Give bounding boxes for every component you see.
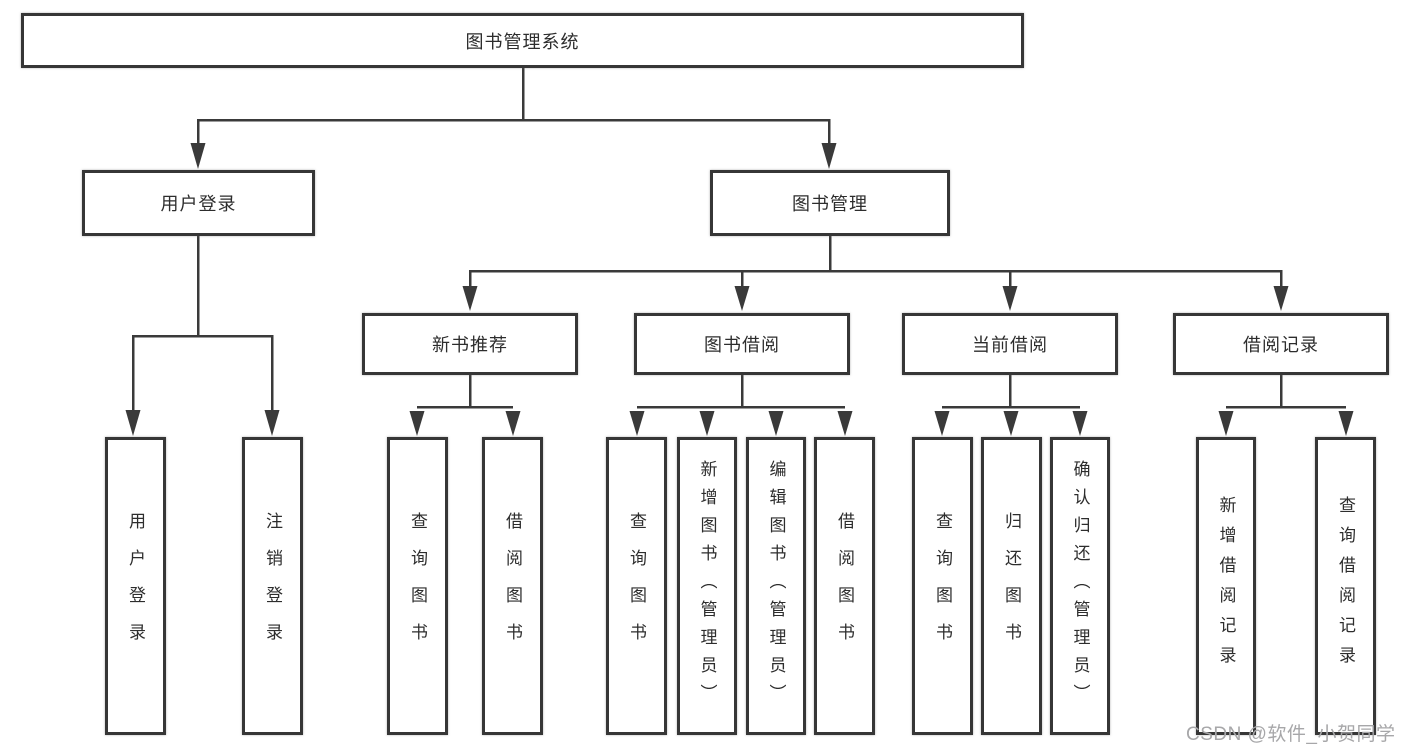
arrow-down-icon (629, 411, 645, 436)
leaf-cb-return-books: 归还图书 (981, 437, 1042, 735)
node-borrowing-records: 借阅记录 (1173, 313, 1389, 375)
leaf-nb-borrow-books: 借阅图书 (482, 437, 543, 735)
connector-borrowing-records (1218, 375, 1354, 436)
node-library-management-system: 图书管理系统 (21, 13, 1024, 68)
arrow-down-icon (768, 411, 784, 436)
arrow-down-icon (1002, 286, 1018, 311)
arrow-down-icon (1338, 411, 1354, 436)
arrow-down-icon (1273, 286, 1289, 311)
arrow-down-icon (462, 286, 478, 311)
arrow-down-icon (837, 411, 853, 436)
node-book-management: 图书管理 (710, 170, 950, 236)
connector-root (190, 68, 837, 169)
arrow-down-icon (821, 143, 837, 169)
leaf-br-query-record: 查询借阅记录 (1315, 437, 1376, 735)
node-current-borrowing: 当前借阅 (902, 313, 1118, 375)
connector-user-login (125, 236, 280, 436)
leaf-cb-query-books: 查询图书 (912, 437, 973, 735)
node-book-borrowing: 图书借阅 (634, 313, 850, 375)
arrow-down-icon (505, 411, 521, 436)
arrow-down-icon (1072, 411, 1088, 436)
leaf-br-add-record: 新增借阅记录 (1196, 437, 1256, 735)
csdn-watermark: CSDN @软件_小贺同学 (1186, 724, 1396, 745)
node-user-login-group: 用户登录 (82, 170, 315, 236)
arrow-down-icon (409, 411, 425, 436)
arrow-down-icon (934, 411, 950, 436)
arrow-down-icon (264, 410, 280, 436)
leaf-bb-borrow-books: 借阅图书 (814, 437, 875, 735)
leaf-nb-query-books: 查询图书 (387, 437, 448, 735)
arrow-down-icon (1218, 411, 1234, 436)
arrow-down-icon (190, 143, 206, 169)
connector-new-book-recommend (409, 375, 521, 436)
leaf-bb-add-books-admin: 新增图书（管理员） (677, 437, 737, 735)
leaf-logout: 注销登录 (242, 437, 303, 735)
arrow-down-icon (125, 410, 141, 436)
node-new-book-recommend: 新书推荐 (362, 313, 578, 375)
leaf-cb-confirm-return-admin: 确认归还（管理员） (1050, 437, 1110, 735)
leaf-user-login: 用户登录 (105, 437, 166, 735)
arrow-down-icon (1003, 411, 1019, 436)
connector-book-management (462, 236, 1289, 311)
connector-book-borrowing (629, 375, 853, 436)
connector-current-borrowing (934, 375, 1088, 436)
arrow-down-icon (734, 286, 750, 311)
leaf-bb-query-books: 查询图书 (606, 437, 667, 735)
leaf-bb-edit-books-admin: 编辑图书（管理员） (746, 437, 806, 735)
arrow-down-icon (699, 411, 715, 436)
